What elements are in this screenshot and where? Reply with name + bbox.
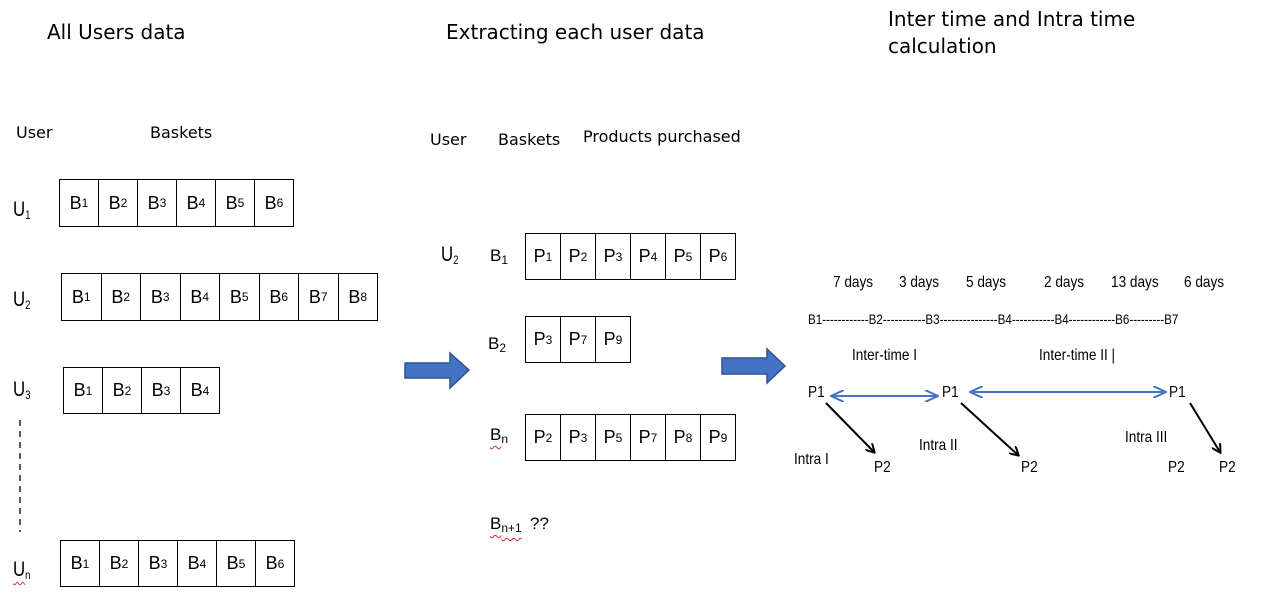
user-column-header-2: User (430, 130, 467, 149)
heading-inter-intra-line1: Inter time and Intra time (888, 7, 1136, 31)
intra-1-label: Intra I (794, 451, 829, 468)
p2-label-d: P2 (1219, 459, 1236, 476)
heading-inter-intra-line2: calculation (888, 34, 997, 58)
user-label-3: U3 (13, 378, 31, 402)
flow-arrow-2 (721, 347, 787, 385)
products-column-header: Products purchased (583, 127, 741, 146)
basket-label-n: Bn (490, 425, 509, 446)
user-label-1: U1 (13, 198, 31, 222)
user-label-2: U2 (13, 288, 31, 312)
intra-3-label: Intra III (1125, 429, 1168, 446)
days-label-2: 3 days (899, 274, 940, 291)
days-label-6: 6 days (1184, 274, 1225, 291)
days-label-3: 5 days (966, 274, 1007, 291)
basket-timeline: B1------------B2-----------B3-----------… (808, 311, 1179, 327)
intra-2-arrow (960, 402, 1018, 455)
p1-label-c: P1 (1169, 384, 1186, 401)
user-column-header: User (16, 123, 53, 142)
basket-label-1: B1 (490, 246, 509, 267)
selected-user-label: U2 (441, 243, 459, 267)
p2-label-a: P2 (874, 459, 891, 476)
baskets-column-header: Baskets (150, 123, 213, 142)
intra-1-arrow (825, 402, 874, 452)
intra-2-label: Intra II (919, 437, 958, 454)
flow-arrow-1 (404, 351, 471, 390)
p2-label-c: P2 (1168, 459, 1185, 476)
baskets-column-header-2: Baskets (498, 130, 561, 149)
heading-extracting: Extracting each user data (446, 20, 705, 44)
inter-time-1-label: Inter-time I (852, 347, 917, 364)
user-label-n: Un (13, 558, 31, 582)
p2-label-b: P2 (1021, 459, 1038, 476)
heading-all-users: All Users data (47, 20, 186, 44)
p1-label-b: P1 (942, 384, 959, 401)
next-basket-label: Bn+1 (490, 514, 522, 535)
intra-3-arrow (1189, 402, 1220, 452)
unknown-marker: ?? (530, 514, 549, 533)
days-label-5: 13 days (1111, 274, 1159, 291)
basket-label-2: B2 (488, 334, 507, 355)
days-label-4: 2 days (1044, 274, 1085, 291)
p1-label-a: P1 (808, 384, 825, 401)
days-label-1: 7 days (833, 274, 874, 291)
inter-time-2-label: Inter-time II | (1039, 347, 1116, 364)
